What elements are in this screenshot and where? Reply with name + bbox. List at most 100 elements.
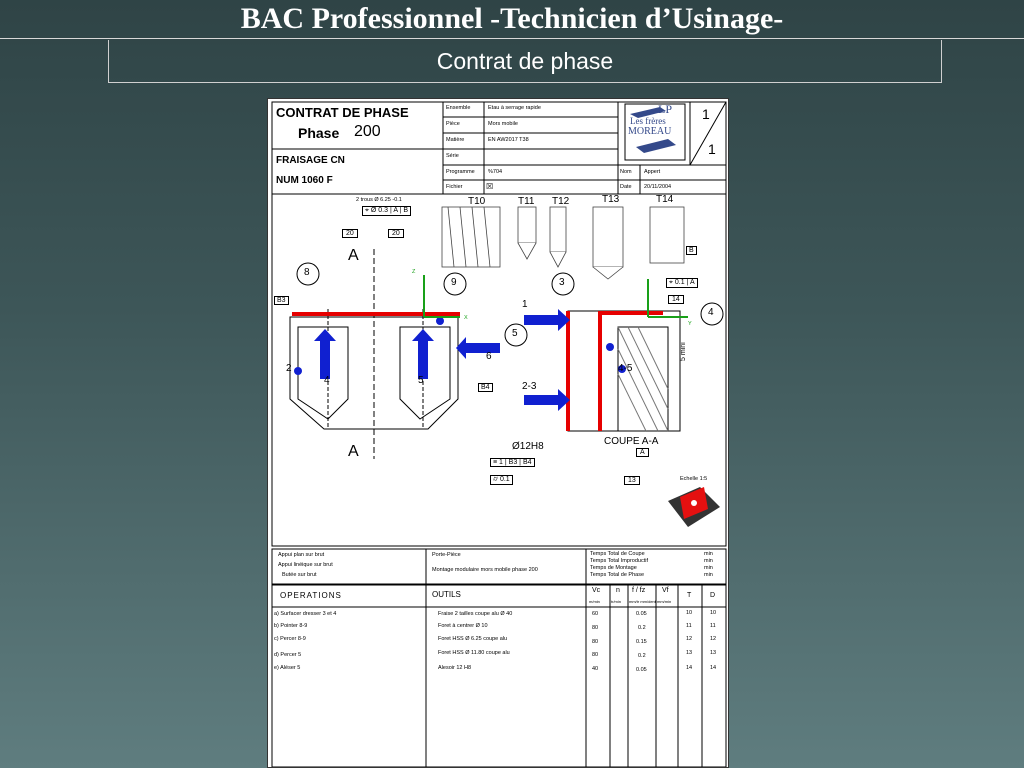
point-label: 4 <box>324 375 330 386</box>
op-d: 11 <box>710 623 716 629</box>
header-d: D <box>710 592 716 599</box>
dimension: 14 <box>668 295 684 304</box>
point-label: 2 <box>286 363 292 374</box>
school-logo <box>624 103 686 161</box>
logo-lp: LP <box>658 102 673 116</box>
op-t: 12 <box>686 636 693 642</box>
op-t: 14 <box>686 665 693 671</box>
tool-label: T13 <box>602 194 620 205</box>
dimension: 20 <box>388 229 404 238</box>
datum-ref: B4 <box>478 383 493 392</box>
header-t: T <box>687 592 692 599</box>
op-text: d) Percer 5 <box>274 652 302 658</box>
header-tools: OUTILS <box>432 590 461 599</box>
bubble-number: 5 <box>512 328 518 339</box>
op-text: c) Percer 8-9 <box>274 636 306 642</box>
point-label: 1 <box>522 299 528 310</box>
support-item: Butée sur brut <box>282 572 317 578</box>
tool-label: T11 <box>518 196 535 207</box>
op-vc: 80 <box>592 625 599 631</box>
field-value: EN AW2017 T38 <box>488 137 529 143</box>
field-value: %704 <box>488 169 503 175</box>
dimension: 20 <box>342 229 358 238</box>
section-letter: A <box>348 247 359 264</box>
slide-title: BAC Professionnel -Technicien d’Usinage- <box>240 2 784 35</box>
op-d: 14 <box>710 665 717 671</box>
op-text: b) Pointer 8-9 <box>274 623 308 629</box>
time-unit: min <box>704 558 713 564</box>
phase-contract-sheet: CONTRAT DE PHASE Phase 200 FRAISAGE CN N… <box>267 98 729 768</box>
op-tool: Alesoir 12 H8 <box>438 665 472 671</box>
process-name: FRAISAGE CN <box>276 155 345 166</box>
hole-spec: Ø12H8 <box>512 441 544 452</box>
op-vc: 60 <box>592 611 599 617</box>
fixture-value: Montage modulaire mors mobile phase 200 <box>432 567 538 573</box>
hole-note: 2 trous Ø 6.25 -0.1 <box>356 197 402 203</box>
support-item: Appui plan sur brut <box>278 552 325 558</box>
tool-label: T12 <box>552 196 570 207</box>
fixture-label: Porte-Pièce <box>432 552 461 558</box>
date: 20/11/2004 <box>644 184 672 190</box>
tolerance-frame: ⌖ Ø 0.3 | A | B <box>362 206 412 216</box>
time-unit: min <box>704 572 713 578</box>
title-divider <box>0 38 1024 39</box>
min-dimension: 5 mini <box>680 342 687 361</box>
op-vc: 80 <box>592 652 599 658</box>
op-f: 0.05 <box>636 667 647 673</box>
point-label: 2-3 <box>522 381 537 392</box>
header-n: n <box>616 587 620 594</box>
field-label: Programme <box>446 169 475 175</box>
op-t: 13 <box>686 650 693 656</box>
bubble-number: 3 <box>559 277 565 288</box>
op-d: 13 <box>710 650 717 656</box>
datum-ref: B3 <box>274 296 289 305</box>
bubble-number: 8 <box>304 267 310 278</box>
op-f: 0.15 <box>636 639 647 645</box>
scale-note: Echelle 1:5 <box>680 476 708 482</box>
op-f: 0.2 <box>638 653 646 659</box>
page-total: 1 <box>708 141 716 157</box>
tolerance-frame: ≡ 1 | B3 | B4 <box>490 458 535 467</box>
bubble-number: 4 <box>708 307 714 318</box>
axis-label: X <box>464 315 468 321</box>
axis-label: Z <box>412 269 416 275</box>
op-t: 10 <box>686 610 693 616</box>
unit-vf: mm/min <box>657 599 672 604</box>
doc-title: CONTRAT DE PHASE <box>276 105 409 120</box>
op-vc: 40 <box>592 666 599 672</box>
header-operations: OPERATIONS <box>280 591 342 600</box>
header-vf: Vf <box>662 587 669 594</box>
bubble-number: 9 <box>451 277 457 288</box>
logo-line1: Les frères <box>630 116 666 126</box>
field-value: Mors mobile <box>488 121 518 127</box>
section-letter: A <box>348 443 359 460</box>
sheet-drawing <box>271 101 727 767</box>
field-label: Fichier <box>446 184 463 190</box>
op-t: 11 <box>686 623 692 629</box>
tolerance-frame: ⌭ 0.1 <box>490 475 513 485</box>
section-title: COUPE A-A <box>604 436 659 447</box>
point-label: 4-5 <box>618 363 633 374</box>
op-tool: Foret à centrer Ø 10 <box>438 623 488 629</box>
op-vc: 80 <box>592 639 599 645</box>
page-current: 1 <box>702 106 710 122</box>
op-tool: Foret HSS Ø 6.25 coupe alu <box>438 636 508 642</box>
author-label: Nom <box>620 169 632 175</box>
header-vc: Vc <box>592 587 601 594</box>
time-label: Temps Total de Coupe <box>590 551 645 557</box>
time-label: Temps de Montage <box>590 565 637 571</box>
machine-name: NUM 1060 F <box>276 175 333 186</box>
op-f: 0.05 <box>636 611 647 617</box>
dimension: 13 <box>624 476 640 485</box>
support-item: Appui linéique sur brut <box>278 562 333 568</box>
unit-n: tr/min <box>611 599 621 604</box>
time-unit: min <box>704 565 713 571</box>
tool-label: T14 <box>656 194 674 205</box>
datum-ref: A <box>636 448 649 457</box>
unit-f: mm/tr mm/dent <box>629 599 656 604</box>
field-label: Série <box>446 153 459 159</box>
time-label: Temps Total de Phase <box>590 572 645 578</box>
point-label: 6 <box>486 351 492 362</box>
unit-vc: m/min <box>589 599 600 604</box>
axis-label: Y <box>688 321 692 327</box>
